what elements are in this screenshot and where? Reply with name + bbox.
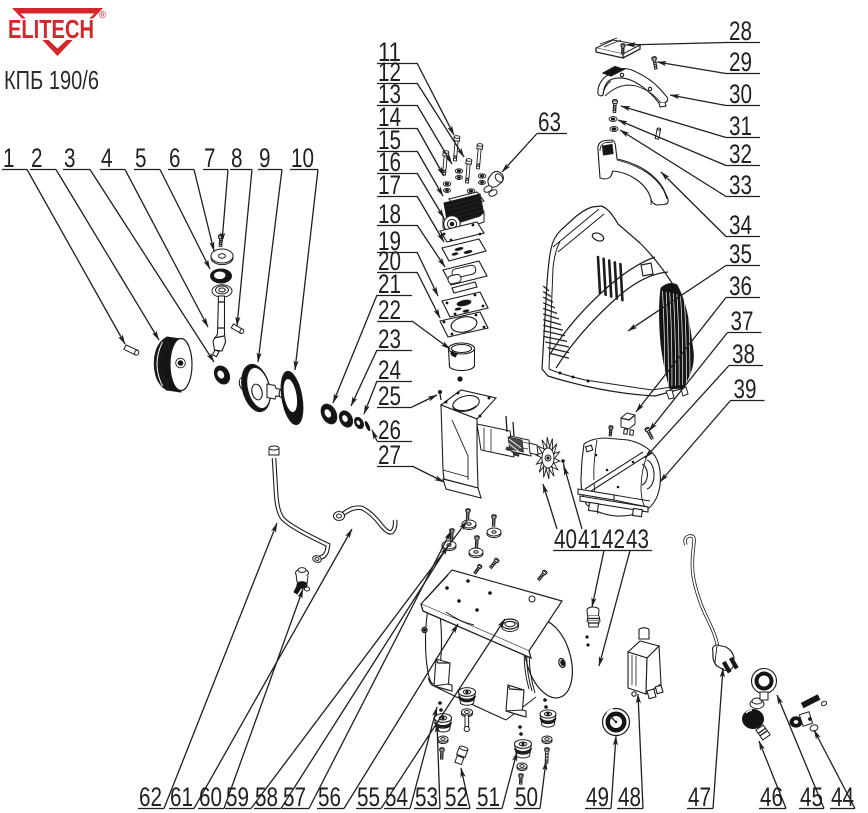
svg-text:60: 60 [199,782,222,812]
svg-text:44: 44 [831,782,854,812]
svg-text:17: 17 [378,170,401,200]
svg-text:®: ® [99,10,107,21]
svg-text:58: 58 [255,782,278,812]
svg-text:25: 25 [378,381,401,411]
svg-text:46: 46 [760,782,783,812]
svg-text:12: 12 [378,57,401,87]
svg-text:13: 13 [378,79,401,109]
svg-text:42: 42 [602,524,625,554]
svg-text:47: 47 [688,782,711,812]
svg-text:3: 3 [64,143,76,173]
svg-text:52: 52 [445,782,468,812]
svg-text:9: 9 [259,143,271,173]
svg-text:56: 56 [318,782,341,812]
svg-text:15: 15 [378,125,401,155]
svg-text:48: 48 [618,782,641,812]
svg-text:31: 31 [729,111,752,141]
svg-text:24: 24 [378,355,401,385]
svg-text:51: 51 [477,782,500,812]
svg-text:20: 20 [378,246,401,276]
svg-text:10: 10 [291,143,314,173]
svg-text:38: 38 [732,339,755,369]
svg-text:11: 11 [378,37,401,67]
svg-text:27: 27 [378,440,401,470]
svg-text:49: 49 [586,782,609,812]
svg-text:6: 6 [169,143,181,173]
svg-text:28: 28 [729,16,752,46]
svg-text:35: 35 [729,239,752,269]
svg-text:14: 14 [378,102,401,132]
svg-text:5: 5 [135,143,147,173]
svg-text:19: 19 [378,226,401,256]
svg-text:63: 63 [538,107,561,137]
svg-text:53: 53 [415,782,438,812]
svg-text:40: 40 [554,524,577,554]
svg-text:62: 62 [139,782,162,812]
svg-text:КПБ 190/6: КПБ 190/6 [4,65,99,95]
svg-text:23: 23 [378,324,401,354]
svg-text:61: 61 [170,782,193,812]
svg-text:54: 54 [385,782,408,812]
svg-text:7: 7 [204,143,216,173]
svg-text:34: 34 [729,210,752,240]
svg-text:16: 16 [378,147,401,177]
svg-text:21: 21 [378,269,401,299]
svg-text:36: 36 [729,271,752,301]
svg-text:57: 57 [283,782,306,812]
svg-text:50: 50 [515,782,538,812]
svg-text:ELITECH: ELITECH [8,14,94,44]
svg-text:41: 41 [578,524,601,554]
svg-text:8: 8 [231,143,243,173]
svg-text:2: 2 [31,143,43,173]
svg-text:29: 29 [729,47,752,77]
svg-text:26: 26 [378,415,401,445]
svg-text:55: 55 [357,782,380,812]
svg-text:32: 32 [729,139,752,169]
svg-text:59: 59 [226,782,249,812]
svg-text:43: 43 [626,524,649,554]
svg-text:33: 33 [729,170,752,200]
svg-text:1: 1 [3,143,15,173]
svg-text:22: 22 [378,295,401,325]
svg-text:37: 37 [731,306,754,336]
svg-text:4: 4 [101,143,113,173]
svg-text:18: 18 [378,199,401,229]
svg-text:30: 30 [729,79,752,109]
svg-text:39: 39 [734,374,757,404]
svg-text:45: 45 [800,782,823,812]
